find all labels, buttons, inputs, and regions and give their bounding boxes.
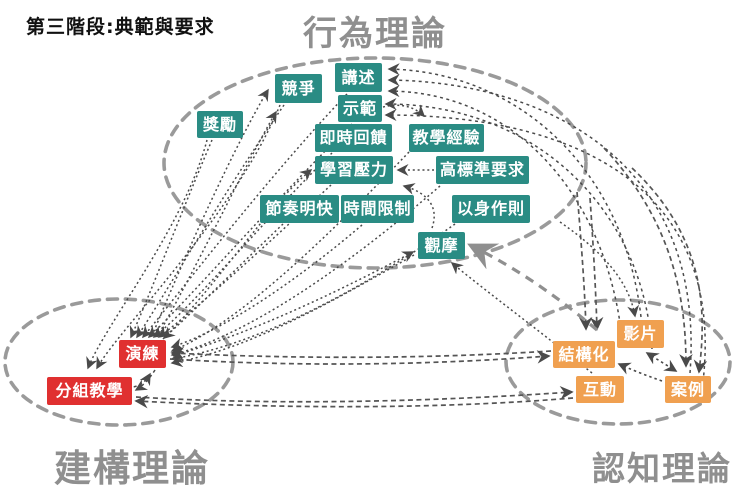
node-reward: 獎勵 bbox=[197, 111, 243, 138]
arrows-cognitive-internal bbox=[617, 352, 678, 382]
node-competition: 競爭 bbox=[275, 74, 322, 103]
node-time-limit: 時間限制 bbox=[341, 195, 414, 223]
node-drill: 演練 bbox=[119, 340, 166, 368]
arrow-to-video bbox=[559, 221, 640, 318]
node-brisk-pace: 節奏明快 bbox=[260, 195, 339, 223]
arrow-structured-to-observation bbox=[467, 243, 599, 332]
arrows-behavior-to-cognitive bbox=[576, 147, 708, 374]
arrows-drill-to-behavior bbox=[151, 88, 593, 374]
arrows-between-bottom-clusters bbox=[134, 346, 574, 409]
node-case: 案例 bbox=[665, 376, 711, 403]
arrows-drill-group-pair bbox=[115, 369, 156, 391]
node-lecture: 講述 bbox=[335, 63, 382, 92]
node-structured: 結構化 bbox=[553, 341, 615, 368]
node-group-teaching: 分組教學 bbox=[47, 377, 132, 405]
node-demonstration: 示範 bbox=[338, 95, 382, 122]
node-interaction: 互動 bbox=[576, 376, 624, 403]
cognitive-cluster-ellipse bbox=[504, 298, 732, 426]
arrows-behavior-to-drill bbox=[129, 93, 456, 368]
page-title: 第三階段:典範與要求 bbox=[26, 16, 215, 38]
arrows-behavior-internal bbox=[382, 104, 435, 229]
behavior-cluster-title: 行為理論 bbox=[303, 14, 447, 54]
node-high-standards: 高標準要求 bbox=[436, 156, 529, 184]
node-video: 影片 bbox=[617, 320, 664, 348]
node-learning-pressure: 學習壓力 bbox=[315, 156, 393, 184]
node-instant-feedback: 即時回饋 bbox=[315, 124, 392, 152]
node-teaching-experience: 教學經驗 bbox=[409, 124, 484, 152]
cognitive-cluster-title: 認知理論 bbox=[592, 449, 732, 488]
construct-cluster-title: 建構理論 bbox=[54, 447, 210, 490]
node-observation: 觀摩 bbox=[418, 232, 465, 259]
behavior-cluster-ellipse bbox=[162, 56, 588, 270]
arrows-to-group-teaching bbox=[86, 104, 281, 370]
node-lead-by-example: 以身作則 bbox=[452, 195, 530, 223]
arrows-cognitive-to-lecture-demo bbox=[384, 63, 706, 383]
